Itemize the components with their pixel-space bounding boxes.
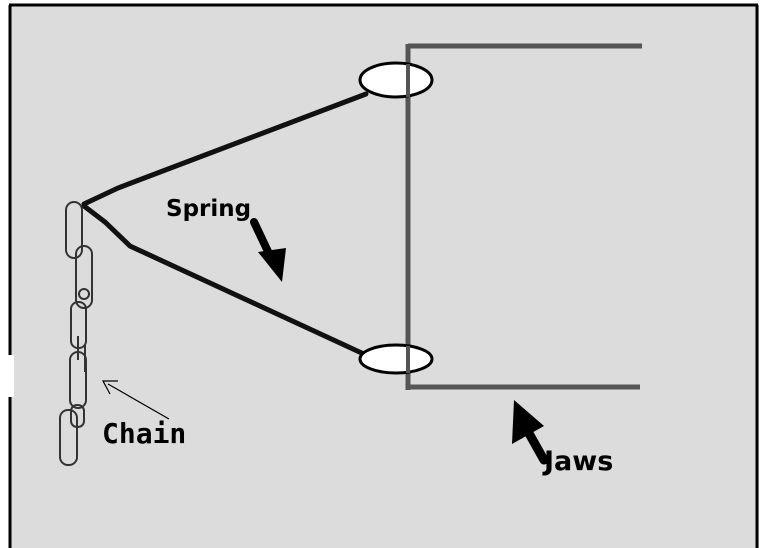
jaws-arrow-head — [512, 400, 544, 444]
chain-link — [75, 245, 93, 309]
spring-upper-line — [81, 91, 369, 207]
chain-label: Chain — [102, 417, 186, 450]
spring — [81, 91, 369, 358]
jaws-arrow — [512, 400, 549, 465]
chain-arrow — [101, 380, 170, 420]
chain-link — [69, 351, 87, 409]
spring-arrow-head — [258, 248, 286, 282]
jaws-label: Jaws — [542, 446, 613, 477]
frame-left-gap — [0, 355, 14, 397]
upper-pivot-oval — [358, 61, 434, 99]
lower-pivot-oval — [358, 343, 434, 375]
chain-link — [59, 409, 78, 466]
spring-arrow — [250, 218, 286, 282]
spring-label: Spring — [166, 196, 251, 222]
jaws-bracket — [405, 43, 642, 390]
chain-ring — [78, 288, 90, 300]
spring-lower-line — [81, 203, 369, 358]
chain-link — [70, 404, 85, 428]
chain-arrow-head — [101, 380, 118, 395]
chain-arrow-shaft — [107, 383, 170, 420]
chain — [59, 201, 93, 466]
chain-link — [65, 201, 83, 259]
